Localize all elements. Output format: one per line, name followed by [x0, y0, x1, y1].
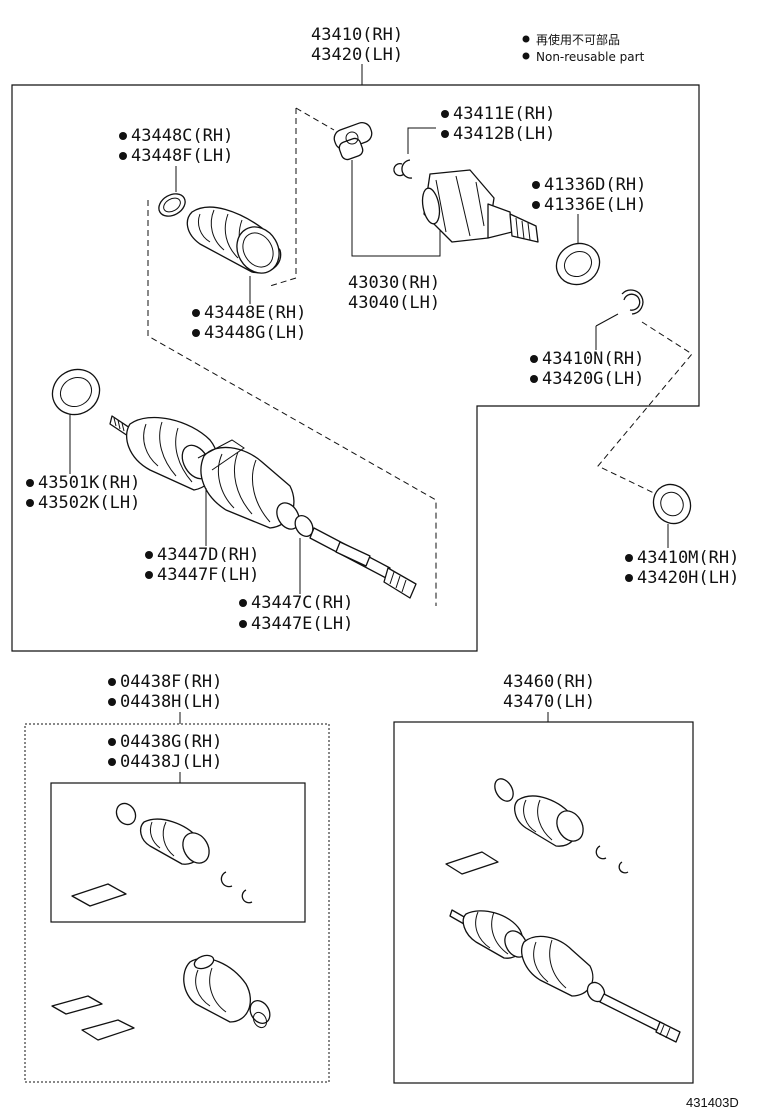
legend-dot-en	[522, 52, 530, 60]
inner-boot-part	[186, 206, 282, 274]
inner-kit-box	[50, 782, 306, 923]
snap-ring-part	[393, 159, 413, 179]
dot-inner-kit-rh	[108, 738, 116, 746]
label-boot-rh: 43447D(RH)	[157, 545, 259, 565]
label-hole-snap-ring-rh: 43410N(RH)	[542, 349, 644, 369]
dot-boot-rh	[145, 551, 153, 559]
shaft-sub-parts	[445, 778, 681, 1043]
dot-outer-kit-lh	[108, 698, 116, 706]
label-shaft-sub-rh: 43460(RH)	[503, 672, 595, 692]
dot-boot-lh	[145, 571, 153, 579]
shaft-sub-box	[393, 721, 694, 1084]
label-dust-deflector-rh: 43501K(RH)	[38, 473, 140, 493]
label-inner-kit-rh: 04438G(RH)	[120, 732, 222, 752]
label-snap-ring-lh: 43412B(LH)	[453, 124, 555, 144]
drive-shaft-assembly	[109, 415, 417, 599]
dot-snap-ring-lh	[441, 130, 449, 138]
label-inner-joint-lh: 43040(LH)	[348, 293, 440, 313]
outer-kit-parts	[51, 954, 271, 1041]
dot-boot-clamp-rh	[239, 599, 247, 607]
dot-bearing-lh	[625, 574, 633, 582]
leader-inner-joint	[351, 160, 441, 257]
outer-kit-box	[24, 723, 330, 1083]
inner-kit-parts	[71, 802, 253, 907]
hole-snap-ring-part	[621, 289, 644, 315]
label-outer-kit-rh: 04438F(RH)	[120, 672, 222, 692]
label-inner-joint-rh: 43030(RH)	[348, 273, 440, 293]
label-snap-ring-rh: 43411E(RH)	[453, 104, 555, 124]
dash-tripod	[295, 107, 335, 131]
label-boot-clamp-rh: 43447C(RH)	[251, 593, 353, 613]
dot-hole-snap-ring-rh	[530, 355, 538, 363]
dash-bearing	[597, 321, 693, 495]
dust-seal-part	[555, 242, 601, 286]
label-dust-deflector-lh: 43502K(LH)	[38, 493, 140, 513]
dust-deflector-part	[51, 368, 101, 416]
label-inner-kit-lh: 04438J(LH)	[120, 752, 222, 772]
bearing-part	[652, 483, 692, 525]
label-hole-snap-ring-lh: 43420G(LH)	[542, 369, 644, 389]
legend-dot-jp	[522, 35, 530, 43]
leader-snap-ring	[407, 127, 436, 154]
dot-dust-deflector-lh	[26, 499, 34, 507]
dot-bearing-rh	[625, 554, 633, 562]
label-assembly-lh: 43420(LH)	[311, 45, 403, 65]
label-outer-boot-clamp-lh: 43448F(LH)	[131, 146, 233, 166]
label-dust-seal-rh: 41336D(RH)	[544, 175, 646, 195]
dot-boot-clamp-lh	[239, 620, 247, 628]
label-boot-clamp-lh: 43447E(LH)	[251, 614, 353, 634]
legend: 再使用不可部品 Non-reusable part	[522, 32, 645, 64]
label-inner-boot-clamp-lh: 43448G(LH)	[204, 323, 306, 343]
dot-outer-boot-clamp-rh	[119, 132, 127, 140]
dot-dust-deflector-rh	[26, 479, 34, 487]
dot-outer-boot-clamp-lh	[119, 152, 127, 160]
dot-inner-boot-clamp-lh	[192, 329, 200, 337]
dot-outer-kit-rh	[108, 678, 116, 686]
leader-hole-snap-ring-2	[595, 313, 619, 327]
label-bearing-lh: 43420H(LH)	[637, 568, 739, 588]
dot-dust-seal-lh	[532, 201, 540, 209]
figure-number: 431403D	[686, 1095, 739, 1110]
label-outer-boot-clamp-rh: 43448C(RH)	[131, 126, 233, 146]
legend-text-jp: 再使用不可部品	[536, 32, 620, 47]
dot-dust-seal-rh	[532, 181, 540, 189]
inner-joint-part	[421, 169, 539, 243]
label-boot-lh: 43447F(LH)	[157, 565, 259, 585]
dash-boot-group	[147, 108, 437, 606]
dot-inner-boot-clamp-rh	[192, 309, 200, 317]
main-assembly-frame	[11, 84, 700, 652]
label-inner-boot-clamp-rh: 43448E(RH)	[204, 303, 306, 323]
dot-hole-snap-ring-lh	[530, 375, 538, 383]
legend-text-en: Non-reusable part	[536, 50, 645, 64]
label-dust-seal-lh: 41336E(LH)	[544, 195, 646, 215]
label-bearing-rh: 43410M(RH)	[637, 548, 739, 568]
dot-snap-ring-rh	[441, 110, 449, 118]
label-outer-kit-lh: 04438H(LH)	[120, 692, 222, 712]
label-assembly-rh: 43410(RH)	[311, 25, 403, 45]
label-shaft-sub-lh: 43470(LH)	[503, 692, 595, 712]
tripod-part	[333, 121, 373, 161]
outer-boot-clamp-part	[158, 193, 186, 217]
dot-inner-kit-lh	[108, 758, 116, 766]
